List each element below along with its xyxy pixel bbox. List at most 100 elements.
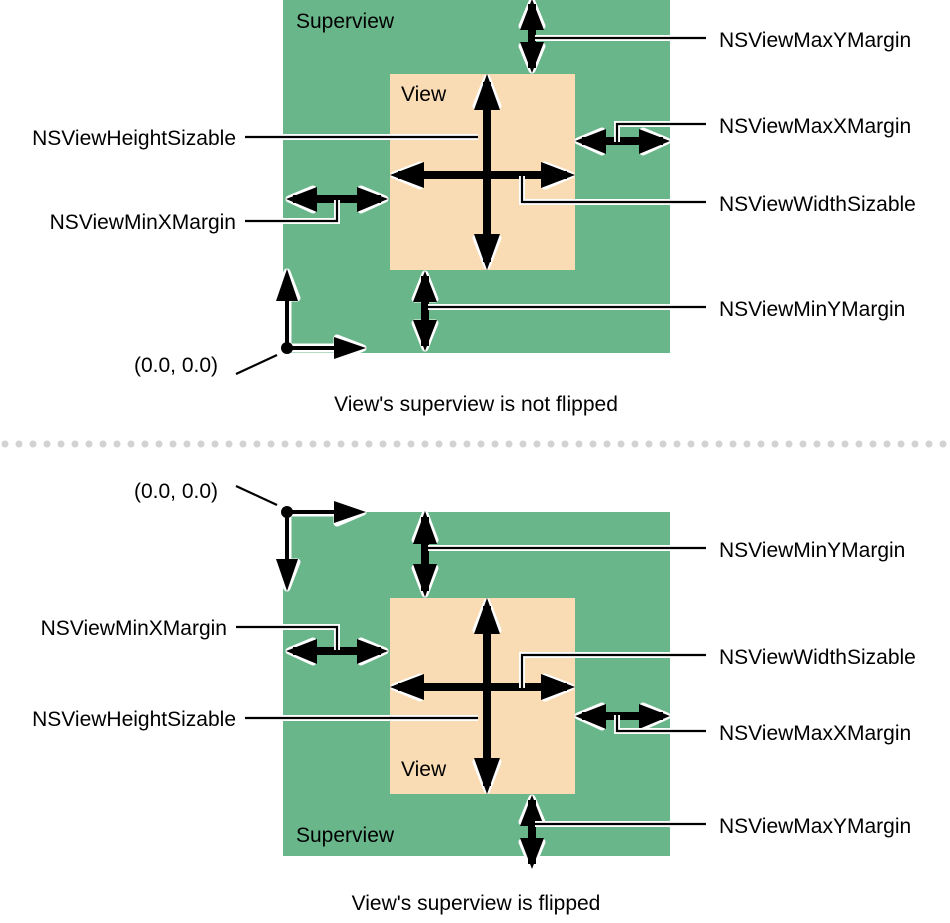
divider-dot — [659, 440, 667, 448]
divider-dot — [197, 440, 205, 448]
leader-max-x-margin-flipped — [614, 715, 706, 734]
divider-dot — [379, 440, 387, 448]
divider-dot — [827, 440, 835, 448]
label-max-y-margin-not-flipped: NSViewMaxYMargin — [719, 29, 911, 52]
divider-dot — [925, 440, 933, 448]
divider-dot — [351, 440, 359, 448]
divider-dot — [57, 440, 65, 448]
divider-dot — [183, 440, 191, 448]
origin-label-not-flipped: (0.0, 0.0) — [134, 354, 218, 377]
divider-dot — [743, 440, 751, 448]
divider-dot — [211, 440, 219, 448]
leader-width-sizable-flipped — [519, 652, 706, 688]
divider-dot — [127, 440, 135, 448]
divider-dot — [617, 440, 625, 448]
leader-min-x-margin-flipped — [236, 624, 340, 650]
divider-dot — [169, 440, 177, 448]
max-x-margin-arrow-not-flipped — [574, 127, 671, 156]
divider-dot — [1, 440, 9, 448]
leader-max-x-margin-not-flipped — [614, 121, 706, 142]
min-y-margin-arrow-flipped — [411, 510, 439, 598]
panel-not-flipped: Superview View — [32, 0, 916, 416]
label-width-sizable-not-flipped: NSViewWidthSizable — [719, 193, 916, 216]
divider-dot — [113, 440, 121, 448]
min-y-margin-arrow-not-flipped — [411, 270, 439, 352]
divider-dot — [505, 440, 513, 448]
width-sizable-arrow-flipped — [390, 673, 575, 702]
divider-dot — [575, 440, 583, 448]
divider-dot — [323, 440, 331, 448]
label-min-x-margin-flipped: NSViewMinXMargin — [41, 617, 227, 640]
divider-dot — [267, 440, 275, 448]
divider-dot — [393, 440, 401, 448]
max-y-margin-arrow-not-flipped — [518, 0, 546, 74]
divider-dot — [99, 440, 107, 448]
divider-dot — [785, 440, 793, 448]
divider-dot — [421, 440, 429, 448]
divider-dot — [15, 440, 23, 448]
label-height-sizable-not-flipped: NSViewHeightSizable — [32, 127, 236, 150]
divider-dot — [491, 440, 499, 448]
divider-dot — [295, 440, 303, 448]
view-label-not-flipped: View — [401, 83, 447, 106]
min-x-margin-arrow-flipped — [285, 637, 389, 666]
divider-dot — [141, 440, 149, 448]
divider-dot — [673, 440, 681, 448]
divider-dot — [225, 440, 233, 448]
origin-axes-not-flipped — [235, 268, 367, 375]
divider-dot — [729, 440, 737, 448]
origin-axes-flipped — [235, 485, 367, 592]
divider-dot — [43, 440, 51, 448]
divider-dot — [85, 440, 93, 448]
max-y-margin-arrow-flipped — [518, 794, 546, 870]
max-x-margin-arrow-flipped — [574, 702, 671, 731]
divider-dot — [869, 440, 877, 448]
divider-dot — [631, 440, 639, 448]
divider-dot — [309, 440, 317, 448]
caption-not-flipped: View's superview is not flipped — [334, 393, 618, 416]
leader-width-sizable-not-flipped — [519, 176, 706, 205]
dotted-divider — [1, 440, 947, 448]
divider-dot — [757, 440, 765, 448]
height-sizable-arrow-flipped — [472, 598, 502, 794]
divider-dot — [883, 440, 891, 448]
label-width-sizable-flipped: NSViewWidthSizable — [719, 646, 916, 669]
divider-dot — [687, 440, 695, 448]
divider-dot — [155, 440, 163, 448]
label-min-y-margin-not-flipped: NSViewMinYMargin — [719, 298, 905, 321]
superview-label-flipped: Superview — [296, 824, 395, 847]
leader-min-x-margin-not-flipped — [245, 200, 340, 224]
divider-dot — [771, 440, 779, 448]
origin-label-flipped: (0.0, 0.0) — [134, 480, 218, 503]
divider-dot — [449, 440, 457, 448]
min-x-margin-arrow-not-flipped — [285, 185, 389, 214]
label-height-sizable-flipped: NSViewHeightSizable — [32, 708, 236, 731]
view-label-flipped: View — [401, 758, 447, 781]
divider-dot — [337, 440, 345, 448]
divider-dot — [533, 440, 541, 448]
divider-dot — [407, 440, 415, 448]
divider-dot — [715, 440, 723, 448]
divider-dot — [589, 440, 597, 448]
divider-dot — [645, 440, 653, 448]
divider-dot — [519, 440, 527, 448]
divider-dot — [897, 440, 905, 448]
divider-dot — [239, 440, 247, 448]
divider-dot — [813, 440, 821, 448]
label-max-x-margin-not-flipped: NSViewMaxXMargin — [719, 115, 911, 138]
width-sizable-arrow-not-flipped — [390, 161, 575, 190]
divider-dot — [71, 440, 79, 448]
divider-dot — [561, 440, 569, 448]
divider-dot — [855, 440, 863, 448]
divider-dot — [253, 440, 261, 448]
divider-dot — [477, 440, 485, 448]
divider-dot — [939, 440, 947, 448]
divider-dot — [463, 440, 471, 448]
divider-dot — [841, 440, 849, 448]
label-max-y-margin-flipped: NSViewMaxYMargin — [719, 815, 911, 838]
divider-dot — [29, 440, 37, 448]
label-min-x-margin-not-flipped: NSViewMinXMargin — [50, 211, 236, 234]
superview-label-not-flipped: Superview — [296, 10, 395, 33]
panel-flipped: Superview View — [32, 480, 916, 915]
